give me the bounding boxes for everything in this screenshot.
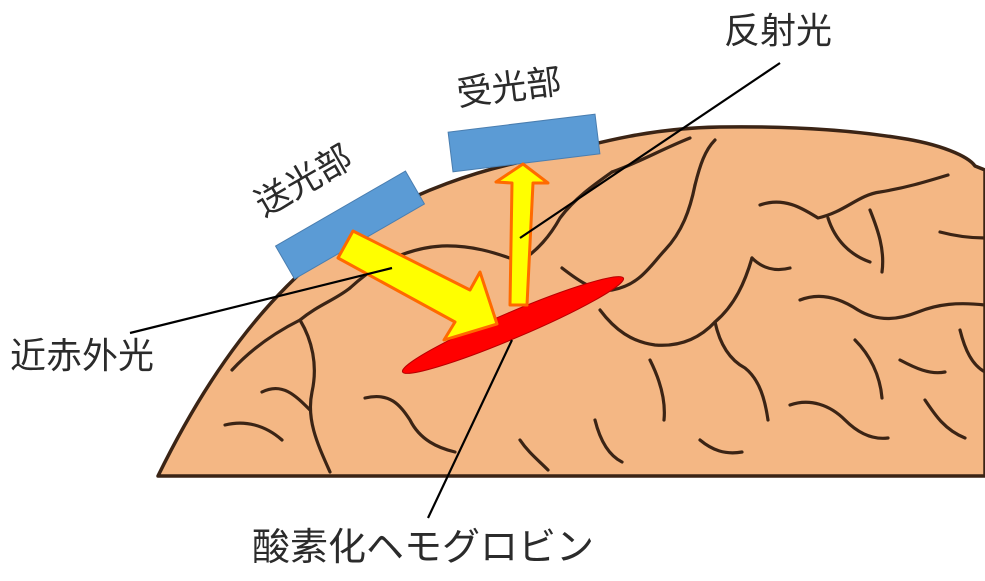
label-reflected-light: 反射光: [724, 14, 832, 50]
label-near-infrared: 近赤外光: [10, 339, 154, 375]
label-oxy-hemoglobin: 酸素化ヘモグロビン: [252, 528, 594, 566]
